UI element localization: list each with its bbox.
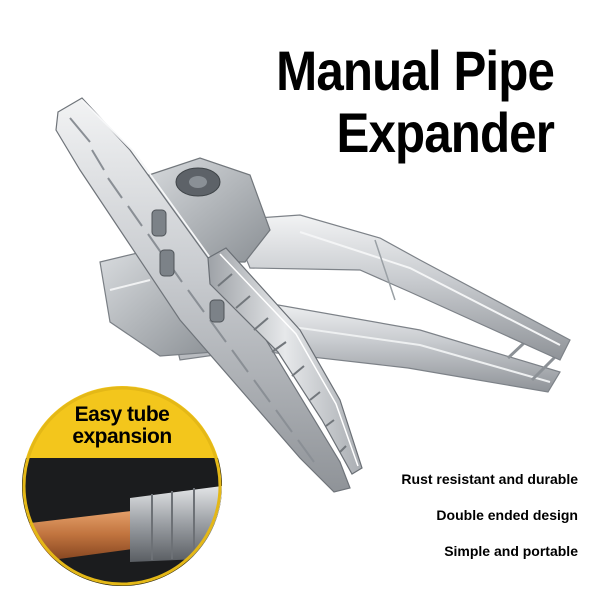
springs — [151, 209, 225, 323]
badge-line-2: expansion — [72, 425, 172, 448]
feature-item: Rust resistant and durable — [401, 471, 578, 487]
upper-handle — [229, 214, 571, 361]
product-title: Manual Pipe Expander — [220, 39, 555, 164]
stepped-mandrel — [207, 247, 363, 475]
badge-line-1: Easy tube — [74, 403, 170, 426]
title-line-1: Manual Pipe — [276, 39, 555, 102]
feature-item: Double ended design — [436, 507, 578, 523]
badge-label: Easy tube expansion — [22, 404, 222, 448]
pipe-closeup-icon — [22, 386, 222, 586]
easy-expansion-badge: Easy tube expansion — [22, 386, 222, 586]
title-line-2: Expander — [336, 101, 554, 164]
feature-item: Simple and portable — [444, 543, 578, 559]
feature-list: Rust resistant and durable Double ended … — [348, 468, 578, 576]
